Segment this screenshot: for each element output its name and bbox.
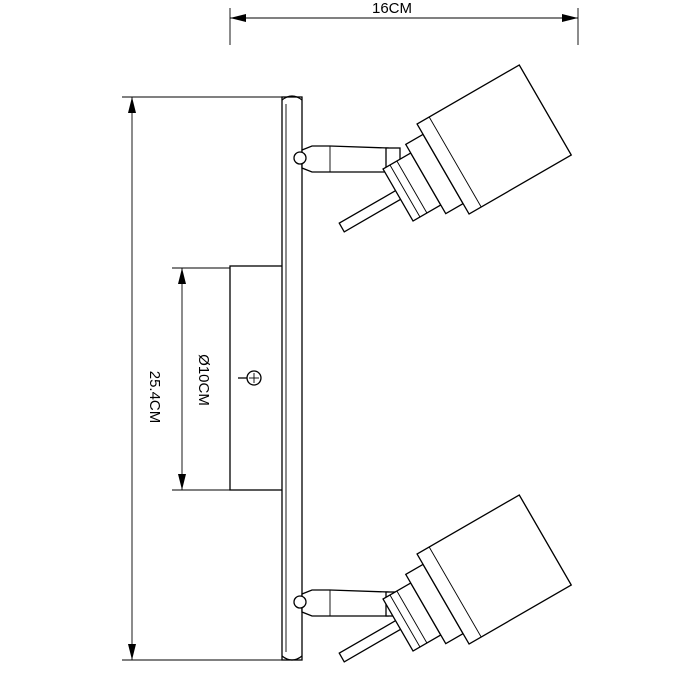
base-arrow-top: [178, 268, 186, 284]
width-label: 16CM: [372, 0, 412, 17]
width-arrow-right: [562, 14, 578, 22]
shade-top-rim: [518, 64, 572, 156]
height-arrow-bottom: [128, 644, 136, 660]
spotlight-top: [293, 64, 573, 233]
arm-bottom-knuckle: [293, 595, 307, 609]
width-arrow-left: [230, 14, 246, 22]
arm-top: [301, 145, 389, 173]
height-dimension: 25.4CM: [122, 96, 285, 661]
base-diameter-dimension: Ø10CM: [172, 267, 232, 491]
arm-bottom: [301, 589, 389, 617]
bar-body: [281, 96, 303, 661]
shade-bottom-rim: [518, 494, 572, 586]
shade-top-ring: [428, 116, 482, 208]
spotlight-bottom: [293, 494, 573, 663]
shade-bottom-ring: [428, 546, 482, 638]
base-arrow-bottom: [178, 474, 186, 490]
neck-bottom-ring-2: [396, 590, 428, 644]
bar-bottom-cap: [281, 655, 303, 661]
neck-top-ring-2: [396, 160, 428, 214]
width-dimension: 16CM: [229, 0, 579, 45]
neck-top-ring-1: [389, 164, 421, 218]
arm-top-knuckle: [293, 151, 307, 165]
base-diameter-label: Ø10CM: [195, 354, 212, 406]
height-label: 25.4CM: [146, 371, 163, 424]
neck-bottom-ring-1: [389, 594, 421, 648]
rod-bottom: [338, 617, 406, 663]
height-arrow-top: [128, 97, 136, 113]
mounting-bar: [281, 95, 303, 661]
wall-base-plate: [229, 265, 289, 491]
rod-top: [338, 187, 406, 233]
bar-top-cap: [281, 95, 303, 101]
screw: [238, 370, 262, 386]
